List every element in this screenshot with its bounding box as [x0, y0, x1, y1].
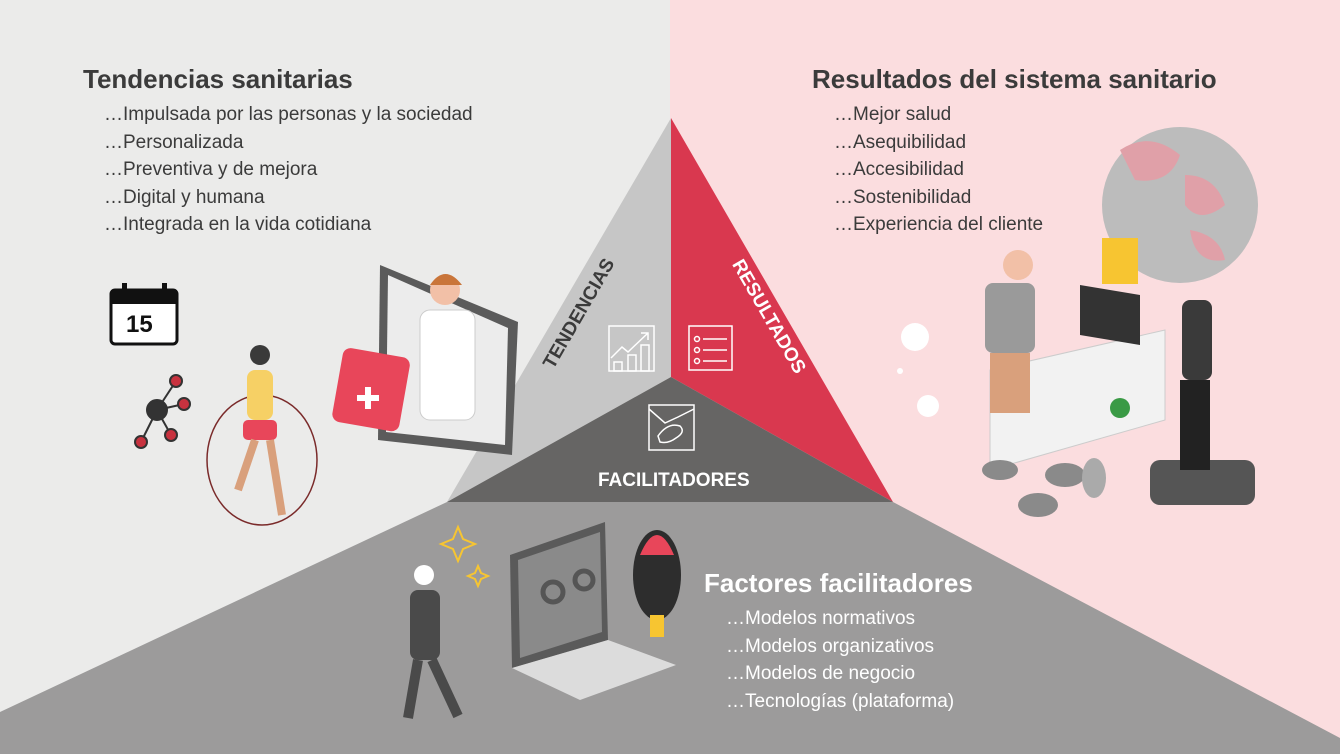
calendar-day: 15 — [126, 311, 153, 338]
doctor-video-illustration — [332, 265, 518, 455]
calendar-icon — [109, 283, 179, 346]
list-item: …Accesibilidad — [834, 159, 964, 181]
results-list: …Mejor salud …Asequibilidad …Accesibilid… — [834, 101, 1043, 239]
list-item: …Personalizada — [104, 131, 244, 153]
handshake-icon — [648, 404, 695, 451]
list-item: …Modelos organizativos — [726, 635, 935, 657]
list-item: …Mejor salud — [834, 104, 952, 125]
enablers-segment — [447, 377, 893, 502]
list-item: …Digital y humana — [104, 186, 265, 208]
trends-title: Tendencias sanitarias — [83, 64, 353, 94]
list-item: …Tecnologías (plataforma) — [726, 690, 955, 712]
list-item: …Experiencia del cliente — [834, 214, 1044, 236]
laptop-rocket-worker-illustration — [403, 522, 681, 719]
enablers-title: Factores facilitadores — [704, 568, 973, 598]
list-item: …Preventiva y de mejora — [104, 159, 318, 181]
growth-chart-icon — [608, 325, 655, 372]
jump-rope-runner-illustration — [206, 345, 318, 526]
globe-kiosk-illustration — [897, 127, 1258, 517]
enablers-list: …Modelos normativos …Modelos organizativ… — [726, 605, 954, 715]
list-item: …Impulsada por las personas y la socieda… — [104, 104, 473, 125]
list-item: …Modelos normativos — [726, 608, 916, 629]
enablers-segment-label: FACILITADORES — [598, 470, 750, 491]
trends-list: …Impulsada por las personas y la socieda… — [104, 101, 473, 239]
results-segment — [671, 118, 893, 502]
results-title: Resultados del sistema sanitario — [812, 64, 1217, 94]
list-item: …Integrada en la vida cotidiana — [104, 214, 372, 236]
list-item: …Asequibilidad — [834, 131, 967, 153]
checklist-icon — [688, 325, 733, 371]
list-item: …Sostenibilidad — [834, 186, 972, 208]
molecule-icon — [134, 374, 191, 449]
enablers-background — [0, 502, 1340, 754]
list-item: …Modelos de negocio — [726, 663, 916, 685]
